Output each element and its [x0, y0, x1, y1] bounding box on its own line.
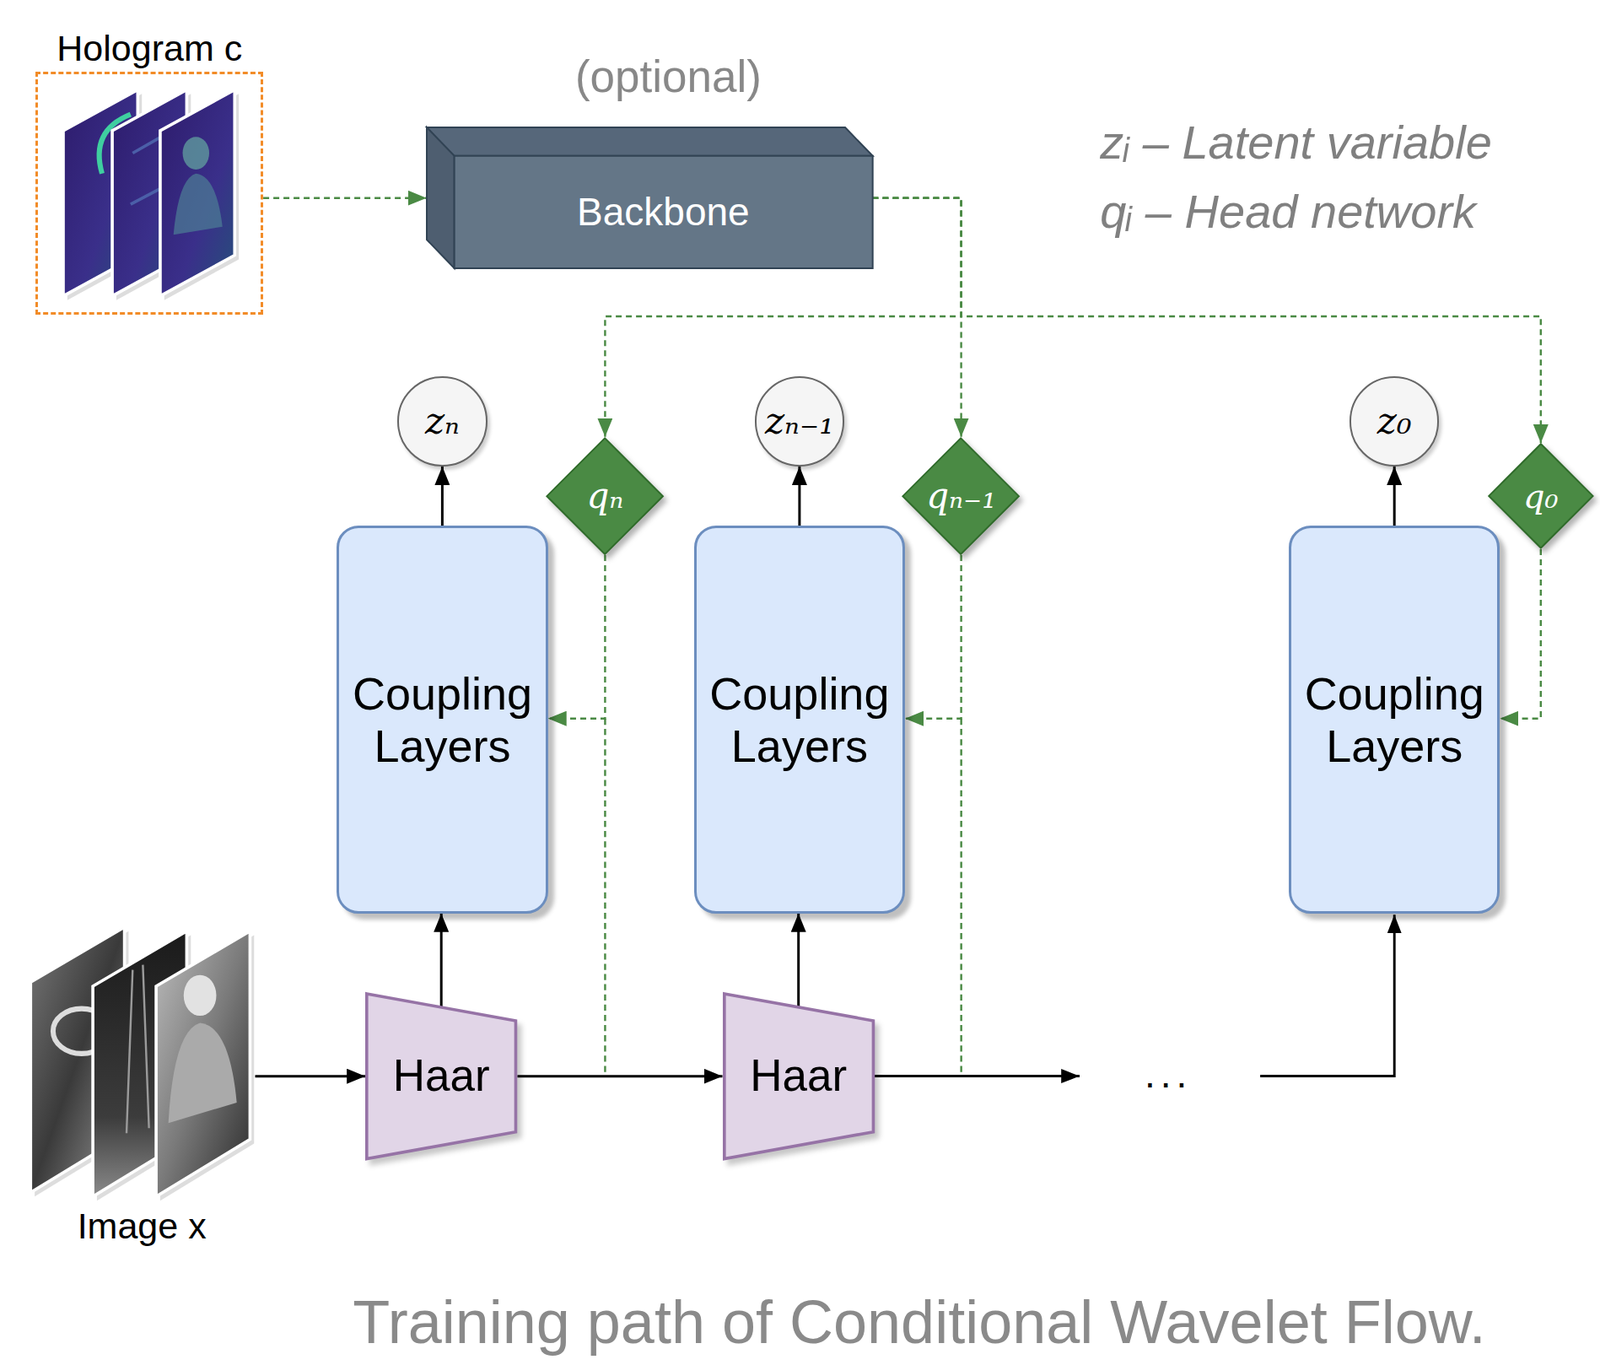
node-text: zₙ₋₁ — [764, 399, 835, 443]
haar-outline — [723, 993, 873, 1159]
node-text: Coupling Layers — [706, 667, 893, 772]
backbone-block: Backbone — [426, 127, 873, 269]
node-text: Coupling Layers — [1301, 667, 1487, 772]
backbone-front — [453, 156, 873, 269]
haar-outline — [366, 993, 517, 1159]
legend-entry: qᵢ – Head network — [1099, 183, 1477, 239]
main-wire — [874, 1074, 1080, 1078]
condition-arrow — [263, 196, 427, 199]
node-inner: Coupling Layers — [696, 527, 903, 911]
flow-arrow — [797, 913, 800, 1008]
node-inner: zₙ₋₁ — [756, 377, 843, 464]
diamond-outline — [1488, 443, 1593, 548]
head-diamond: q₀ — [1487, 442, 1595, 550]
backbone-top — [426, 127, 873, 157]
node-inner: qₙ — [545, 436, 664, 555]
haar-trapezoid: Haar — [365, 991, 518, 1161]
dashed-wire — [603, 718, 606, 1077]
flow-arrow — [1393, 466, 1396, 526]
ellipsis: ... — [1144, 1050, 1192, 1097]
node-inner: Haar — [365, 991, 518, 1161]
flow-arrow — [440, 913, 443, 1008]
coupling-box: Coupling Layers — [1288, 525, 1500, 914]
node-inner: Coupling Layers — [339, 527, 545, 911]
backbone-side — [426, 127, 455, 269]
node-heading: Hologram c — [4, 27, 295, 70]
coupling-box: Coupling Layers — [336, 525, 548, 914]
flow-arrow — [441, 466, 444, 526]
head-diamond: qₙ₋₁ — [901, 436, 1020, 555]
image-stack — [30, 926, 254, 1201]
latent-circle: zₙ — [397, 376, 487, 466]
condition-arrow — [1499, 549, 1541, 719]
condition-arrow — [548, 554, 606, 719]
hologram-stack — [63, 89, 239, 300]
node-text: qₙ₋₁ — [926, 475, 997, 517]
node-inner — [28, 923, 256, 1195]
node-inner: qₙ₋₁ — [901, 436, 1020, 555]
flow-arrow — [797, 466, 801, 526]
node-inner — [37, 74, 261, 313]
main-wire — [1260, 914, 1395, 1076]
node-text: Haar — [393, 1050, 491, 1102]
diamond-outline — [547, 437, 664, 555]
condition-arrow — [905, 554, 962, 719]
diamond-outline — [903, 437, 1020, 555]
node-text: qₙ — [586, 475, 624, 517]
node-text: zₙ — [425, 399, 460, 443]
input-box: Hologram c — [35, 71, 264, 315]
node-heading: Image x — [0, 1205, 289, 1247]
caption: Training path of Conditional Wavelet Flo… — [352, 1288, 1486, 1356]
node-inner: Haar — [722, 991, 875, 1161]
condition-arrow — [872, 198, 961, 437]
latent-circle: zₙ₋₁ — [754, 376, 845, 466]
flow-arrow — [255, 1074, 367, 1078]
node-text: q₀ — [1523, 476, 1559, 516]
node-text: Haar — [749, 1050, 847, 1102]
node-text: Coupling Layers — [349, 667, 535, 772]
dashed-wire — [959, 718, 962, 1077]
flow-arrow — [517, 1074, 722, 1078]
node-inner: Coupling Layers — [1291, 527, 1498, 911]
node-inner: zₙ — [398, 377, 485, 464]
node-inner: Backbone — [453, 156, 873, 269]
node-inner: q₀ — [1487, 442, 1595, 550]
optional-note: (optional) — [575, 50, 762, 103]
node-inner: z₀ — [1351, 377, 1438, 464]
head-diamond: qₙ — [545, 436, 664, 555]
coupling-box: Coupling Layers — [694, 525, 906, 914]
latent-circle: z₀ — [1349, 376, 1439, 466]
legend-entry: zᵢ – Latent variable — [1099, 114, 1493, 170]
node-text: z₀ — [1377, 399, 1412, 443]
haar-trapezoid: Haar — [722, 991, 875, 1161]
image-stack-node: Image x — [28, 923, 256, 1195]
node-text: Backbone — [576, 189, 750, 235]
